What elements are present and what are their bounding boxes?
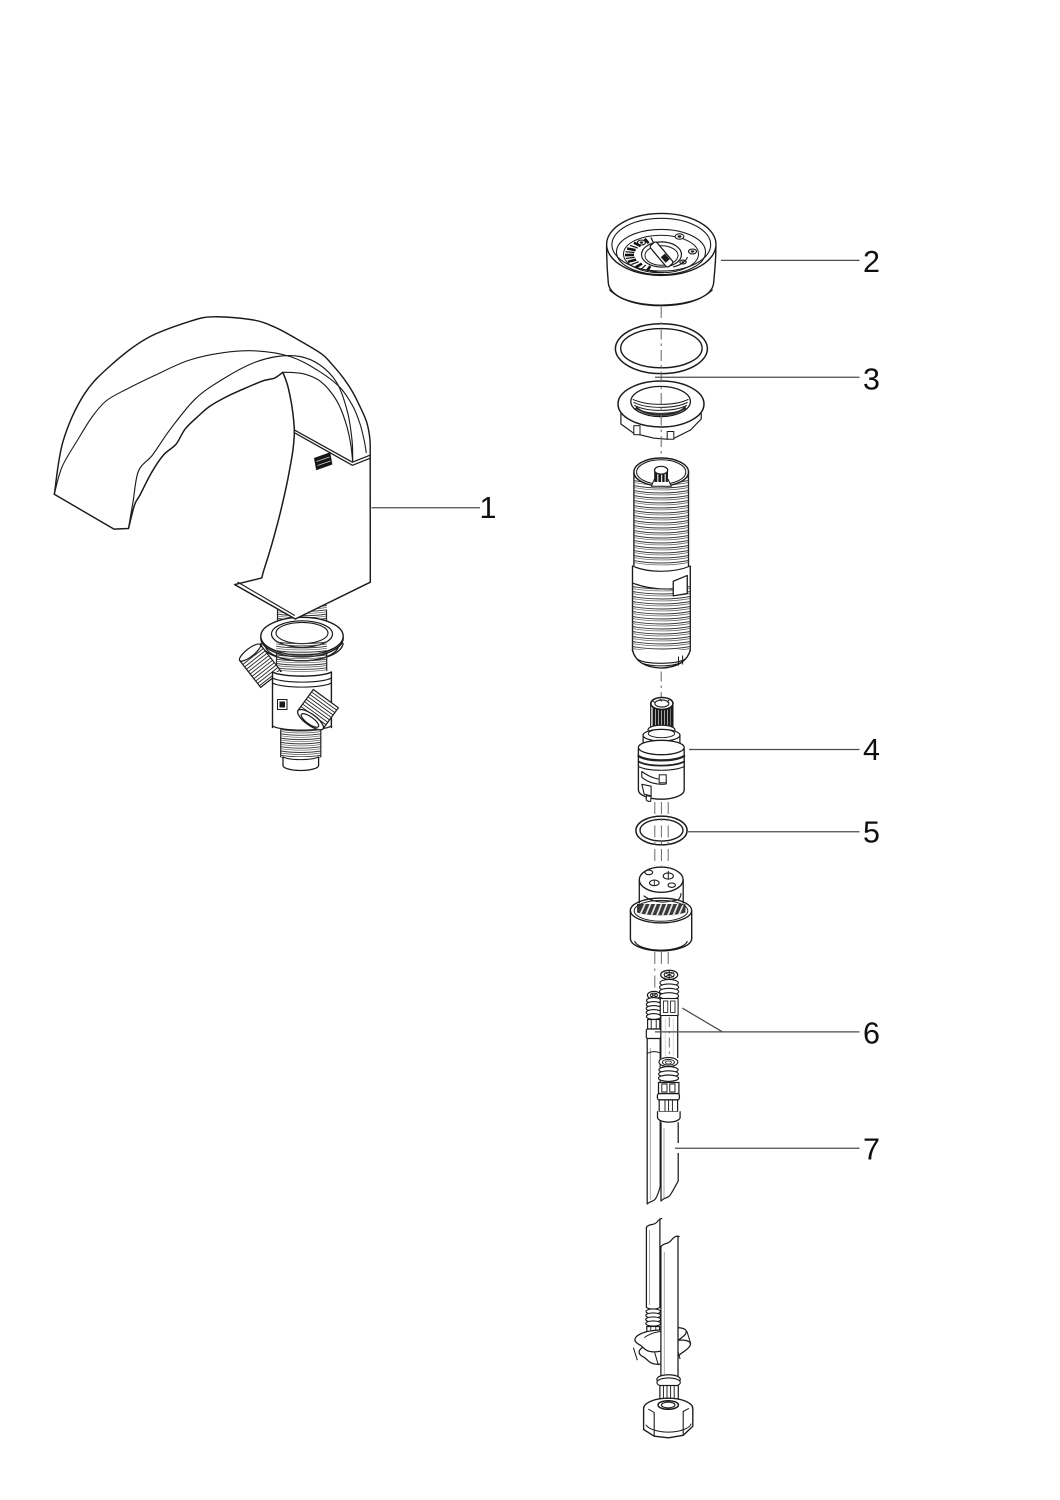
svg-text:4: 4 [863, 733, 880, 767]
svg-text:7: 7 [863, 1133, 880, 1167]
svg-text:6: 6 [863, 1017, 880, 1051]
svg-text:5: 5 [863, 816, 880, 850]
svg-text:1: 1 [480, 491, 497, 525]
svg-text:3: 3 [863, 363, 880, 397]
svg-text:2: 2 [863, 245, 880, 279]
